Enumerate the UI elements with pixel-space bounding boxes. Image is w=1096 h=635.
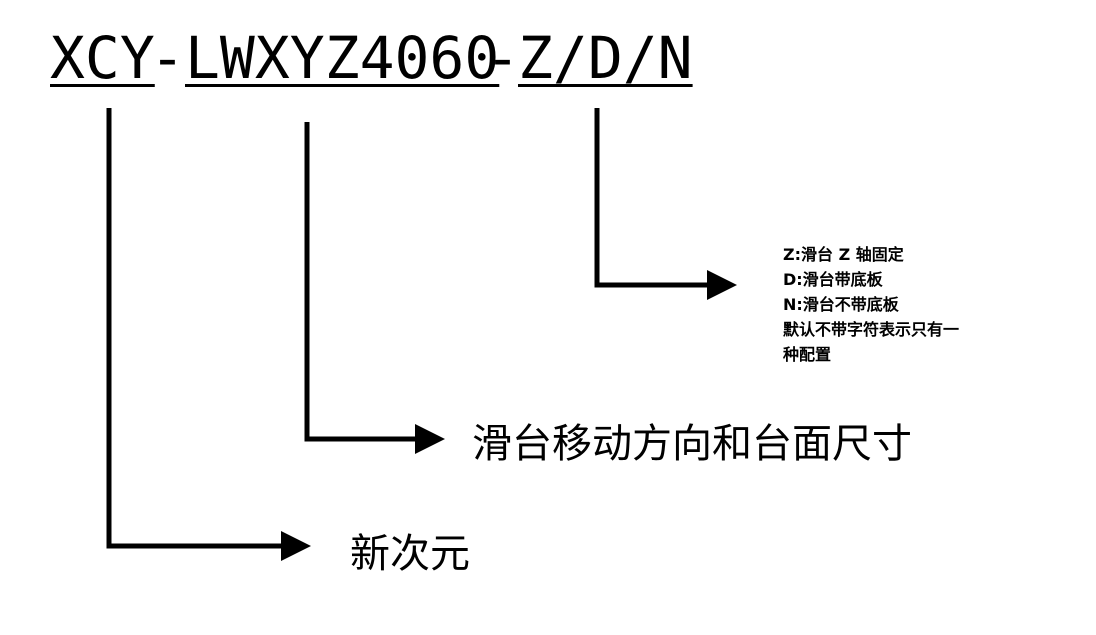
- variant-default-note-continued: 种配置: [783, 345, 832, 364]
- model-description: 滑台移动方向和台面尺寸: [472, 421, 912, 467]
- code-model: LWXYZ4060: [185, 24, 500, 92]
- prefix-connector-arrow: [106, 108, 311, 561]
- variant-options-list: Z:滑台 Z 轴固定 D:滑台带底板 N:滑台不带底板 默认不带字符表示只有一 …: [783, 242, 1043, 367]
- variant-option-z: Z:滑台 Z 轴固定: [783, 245, 904, 264]
- variant-option-d: D:滑台带底板: [783, 270, 883, 289]
- prefix-description: 新次元: [350, 531, 470, 577]
- code-separator-2: -: [485, 24, 520, 92]
- code-separator-1: -: [150, 24, 185, 92]
- model-connector-arrow: [304, 122, 445, 454]
- variant-default-note: 默认不带字符表示只有一: [783, 320, 960, 339]
- variant-option-n: N:滑台不带底板: [783, 295, 899, 314]
- variant-connector-arrow: [594, 108, 737, 300]
- code-prefix: XCY: [50, 24, 155, 92]
- code-variant: Z/D/N: [518, 24, 693, 92]
